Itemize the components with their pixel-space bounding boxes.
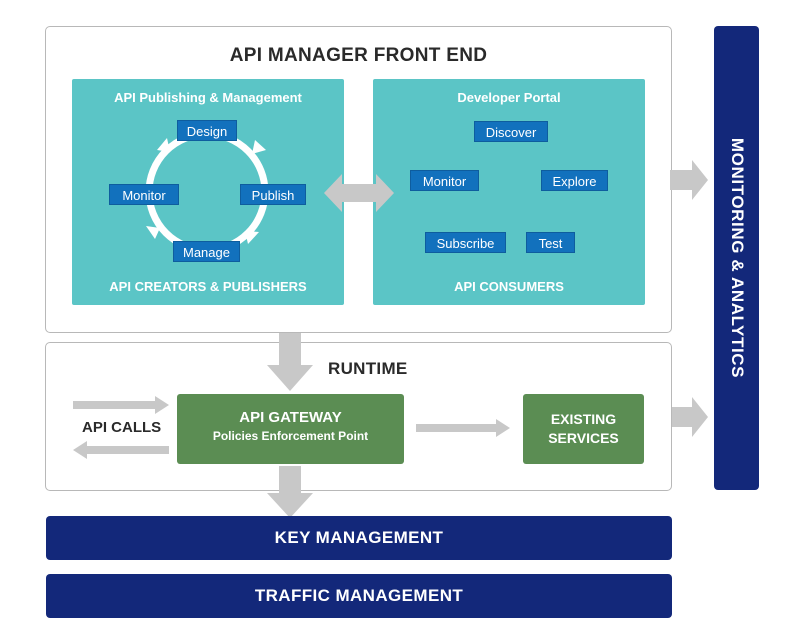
key-management-bar[interactable]: KEY MANAGEMENT [46, 516, 672, 560]
arrow-right-icon [670, 397, 708, 437]
api-gateway-title: API GATEWAY [239, 409, 342, 426]
traffic-management-bar[interactable]: TRAFFIC MANAGEMENT [46, 574, 672, 618]
arrow-right-icon [416, 419, 510, 437]
front-end-title: API MANAGER FRONT END [229, 45, 488, 66]
existing-services-line2: SERVICES [548, 430, 619, 446]
portal-subscribe-chip[interactable]: Subscribe [425, 232, 506, 253]
portal-discover-chip[interactable]: Discover [474, 121, 548, 142]
cycle-publish-chip[interactable]: Publish [240, 184, 306, 205]
portal-explore-chip[interactable]: Explore [541, 170, 608, 191]
cycle-monitor-chip[interactable]: Monitor [109, 184, 179, 205]
cycle-manage-chip[interactable]: Manage [173, 241, 240, 262]
publishing-title: API Publishing & Management [114, 90, 302, 105]
api-gateway-subtitle: Policies Enforcement Point [212, 429, 369, 443]
runtime-title: RUNTIME [328, 359, 408, 378]
api-calls-label: API CALLS [82, 419, 162, 436]
existing-services-box[interactable]: EXISTING SERVICES [523, 394, 644, 464]
api-calls-in-arrow-icon [73, 396, 169, 414]
developer-portal-footer: API CONSUMERS [454, 279, 564, 294]
developer-portal-panel [373, 79, 645, 305]
portal-monitor-chip[interactable]: Monitor [410, 170, 479, 191]
arrow-down-icon [267, 333, 313, 391]
portal-test-chip[interactable]: Test [526, 232, 575, 253]
api-gateway-box[interactable]: API GATEWAY Policies Enforcement Point [177, 394, 404, 464]
cycle-design-chip[interactable]: Design [177, 120, 237, 141]
arrow-right-icon [670, 160, 708, 200]
arrow-down-icon [267, 466, 313, 518]
bidirectional-arrow-icon [324, 174, 394, 212]
publishing-footer: API CREATORS & PUBLISHERS [109, 279, 307, 294]
developer-portal-title: Developer Portal [457, 90, 561, 105]
monitoring-analytics-panel[interactable] [714, 26, 759, 490]
monitoring-analytics-label: MONITORING & ANALYTICS [728, 137, 747, 379]
existing-services-line1: EXISTING [550, 411, 617, 427]
api-calls-out-arrow-icon [73, 441, 169, 459]
